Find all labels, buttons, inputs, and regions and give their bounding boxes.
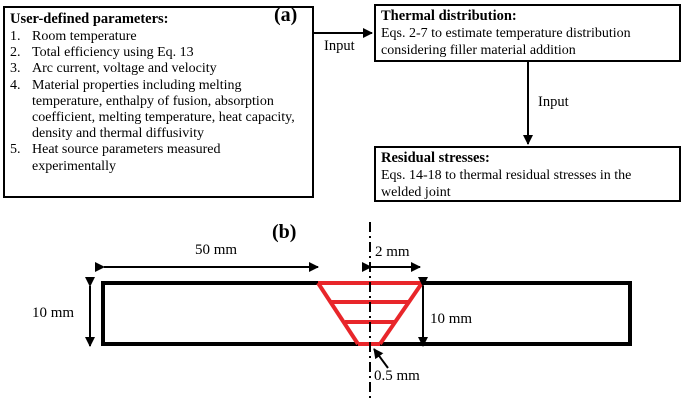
thermal-body: Eqs. 2-7 to estimate temperature distrib… bbox=[381, 26, 631, 58]
param-num: 2. bbox=[10, 45, 21, 61]
param-text: Arc current, voltage and velocity bbox=[32, 61, 217, 77]
dim-gap-leader bbox=[373, 348, 389, 369]
panel-label-a: (a) bbox=[274, 4, 298, 26]
thermal-title: Thermal distribution: bbox=[381, 8, 517, 24]
thermal-distribution-box: Thermal distribution: Eqs. 2-7 to estima… bbox=[374, 4, 681, 62]
param-text: Total efficiency using Eq. 13 bbox=[32, 45, 194, 61]
dim-gap-label: 0.5 mm bbox=[374, 368, 420, 384]
weld-left-edge bbox=[316, 281, 360, 346]
param-item: 4. Material properties including melting … bbox=[10, 78, 307, 143]
params-list: 1. Room temperature 2. Total efficiency us… bbox=[10, 29, 307, 175]
param-num: 1. bbox=[10, 29, 21, 44]
residual-stresses-box: Residual stresses: Eqs. 14-18 to thermal… bbox=[374, 146, 681, 202]
residual-title: Residual stresses: bbox=[381, 150, 490, 166]
residual-body: Eqs. 14-18 to thermal residual stresses … bbox=[381, 168, 632, 200]
dim-left-10mm-label: 10 mm bbox=[32, 305, 75, 321]
param-text: Material properties including melting te… bbox=[32, 77, 295, 142]
weld-right-edge bbox=[378, 281, 424, 346]
plate-outline bbox=[101, 281, 632, 346]
input-label-2: Input bbox=[538, 94, 569, 110]
user-parameters-box: User-defined parameters: 1. Room temperat… bbox=[3, 6, 314, 198]
param-item: 5. Heat source parameters measured experi… bbox=[10, 142, 307, 174]
weld-bead bbox=[316, 281, 424, 346]
panel-label-b: (b) bbox=[272, 221, 297, 243]
param-num: 3. bbox=[10, 61, 21, 77]
param-text: Room temperature bbox=[32, 29, 137, 44]
dim-50mm-label: 50 mm bbox=[195, 242, 238, 258]
input-label-1: Input bbox=[324, 38, 355, 54]
dim-right-10mm-label: 10 mm bbox=[430, 311, 473, 327]
param-text: Heat source parameters measured experime… bbox=[32, 142, 221, 174]
param-item: 3. Arc current, voltage and velocity bbox=[10, 61, 307, 77]
param-item: 1. Room temperature bbox=[10, 29, 307, 45]
dim-2mm-label: 2 mm bbox=[375, 244, 410, 260]
param-num: 4. bbox=[10, 77, 21, 93]
params-title: User-defined parameters: bbox=[10, 11, 169, 27]
param-item: 2. Total efficiency using Eq. 13 bbox=[10, 45, 307, 61]
param-num: 5. bbox=[10, 142, 21, 158]
